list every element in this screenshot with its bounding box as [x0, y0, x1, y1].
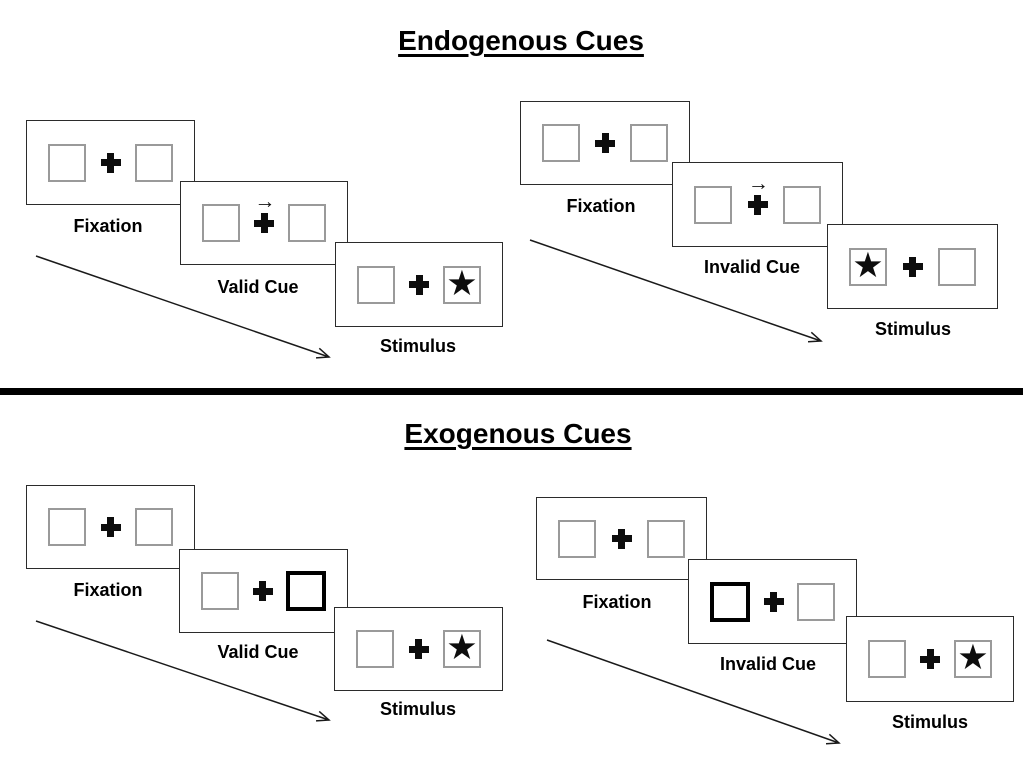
section-divider — [0, 388, 1023, 395]
right-bold-cue-box — [286, 571, 326, 611]
left-placeholder-box — [558, 519, 596, 558]
stimulus-label: Stimulus — [891, 712, 969, 732]
fixation-cross-icon — [100, 152, 121, 173]
star-stimulus-icon: ★ — [446, 263, 478, 303]
endo-valid-stimulus-panel: ★ — [335, 242, 503, 327]
left-target-box: ★ — [849, 245, 887, 286]
fixation-cross-icon — [763, 591, 784, 612]
right-placeholder-box — [135, 143, 173, 182]
stimulus-label: Stimulus — [379, 699, 457, 719]
left-placeholder-box — [357, 265, 395, 304]
fixation-cross-icon — [409, 274, 429, 295]
star-stimulus-icon: ★ — [852, 245, 884, 285]
sequence-arrow-exo-valid — [35, 620, 331, 722]
right-placeholder-box — [630, 124, 668, 162]
sequence-arrow-endo-invalid — [529, 239, 823, 343]
left-placeholder-box — [542, 124, 580, 162]
fixation-cross-icon — [408, 639, 429, 659]
endo-valid-fixation-panel — [26, 120, 195, 205]
invalid-cue-label: Invalid Cue — [719, 654, 817, 674]
right-arrow-cue-icon: → — [254, 190, 276, 213]
fixation-label: Fixation — [566, 196, 636, 216]
endogenous-section-title: Endogenous Cues — [398, 25, 644, 56]
exo-valid-stimulus-panel: ★ — [334, 607, 503, 691]
endo-invalid-cue-panel: → — [672, 162, 843, 247]
fixation-label: Fixation — [73, 216, 143, 236]
left-placeholder-box — [202, 204, 240, 242]
exogenous-section-title: Exogenous Cues — [404, 418, 632, 449]
right-target-box: ★ — [954, 640, 992, 678]
exo-valid-cue-panel — [179, 549, 348, 633]
valid-cue-label: Valid Cue — [217, 277, 299, 297]
stimulus-label: Stimulus — [874, 319, 952, 339]
right-placeholder-box — [783, 185, 821, 224]
left-placeholder-box — [356, 630, 394, 668]
stimulus-label: Stimulus — [379, 336, 457, 356]
fixation-cross-icon — [595, 133, 615, 153]
fixation-cross-icon — [920, 649, 940, 669]
left-bold-cue-box — [710, 581, 750, 622]
left-placeholder-box — [48, 508, 86, 546]
fixation-cross-icon — [100, 517, 121, 537]
fixation-cross-icon — [254, 213, 274, 233]
endo-invalid-fixation-panel — [520, 101, 690, 185]
right-placeholder-box — [647, 519, 685, 558]
fixation-label: Fixation — [73, 580, 143, 600]
fixation-cross-icon — [902, 256, 923, 277]
exo-invalid-stimulus-panel: ★ — [846, 616, 1014, 702]
right-arrow-cue-icon: → — [747, 171, 769, 195]
fixation-label: Fixation — [582, 592, 652, 612]
right-placeholder-box — [288, 204, 326, 242]
sequence-arrow-exo-invalid — [546, 639, 841, 745]
left-placeholder-box — [201, 572, 239, 610]
left-placeholder-box — [868, 640, 906, 678]
exo-valid-fixation-panel — [26, 485, 195, 569]
exo-invalid-cue-panel — [688, 559, 857, 644]
fixation-cross-icon — [747, 194, 768, 215]
right-placeholder-box — [135, 508, 173, 546]
endo-valid-cue-panel: → — [180, 181, 348, 265]
left-placeholder-box — [48, 143, 86, 182]
invalid-cue-label: Invalid Cue — [703, 257, 801, 277]
exo-invalid-fixation-panel — [536, 497, 707, 580]
sequence-arrow-endo-valid — [35, 255, 331, 359]
star-stimulus-icon: ★ — [957, 638, 989, 677]
right-target-box: ★ — [443, 263, 481, 304]
valid-cue-label: Valid Cue — [217, 642, 299, 662]
fixation-cross-icon — [611, 528, 632, 549]
fixation-cross-icon — [252, 581, 273, 601]
right-placeholder-box — [797, 582, 835, 621]
star-stimulus-icon: ★ — [446, 628, 478, 667]
right-placeholder-box — [938, 247, 976, 286]
right-target-box: ★ — [443, 630, 481, 668]
left-placeholder-box — [694, 185, 732, 224]
endo-invalid-stimulus-panel: ★ — [827, 224, 998, 309]
